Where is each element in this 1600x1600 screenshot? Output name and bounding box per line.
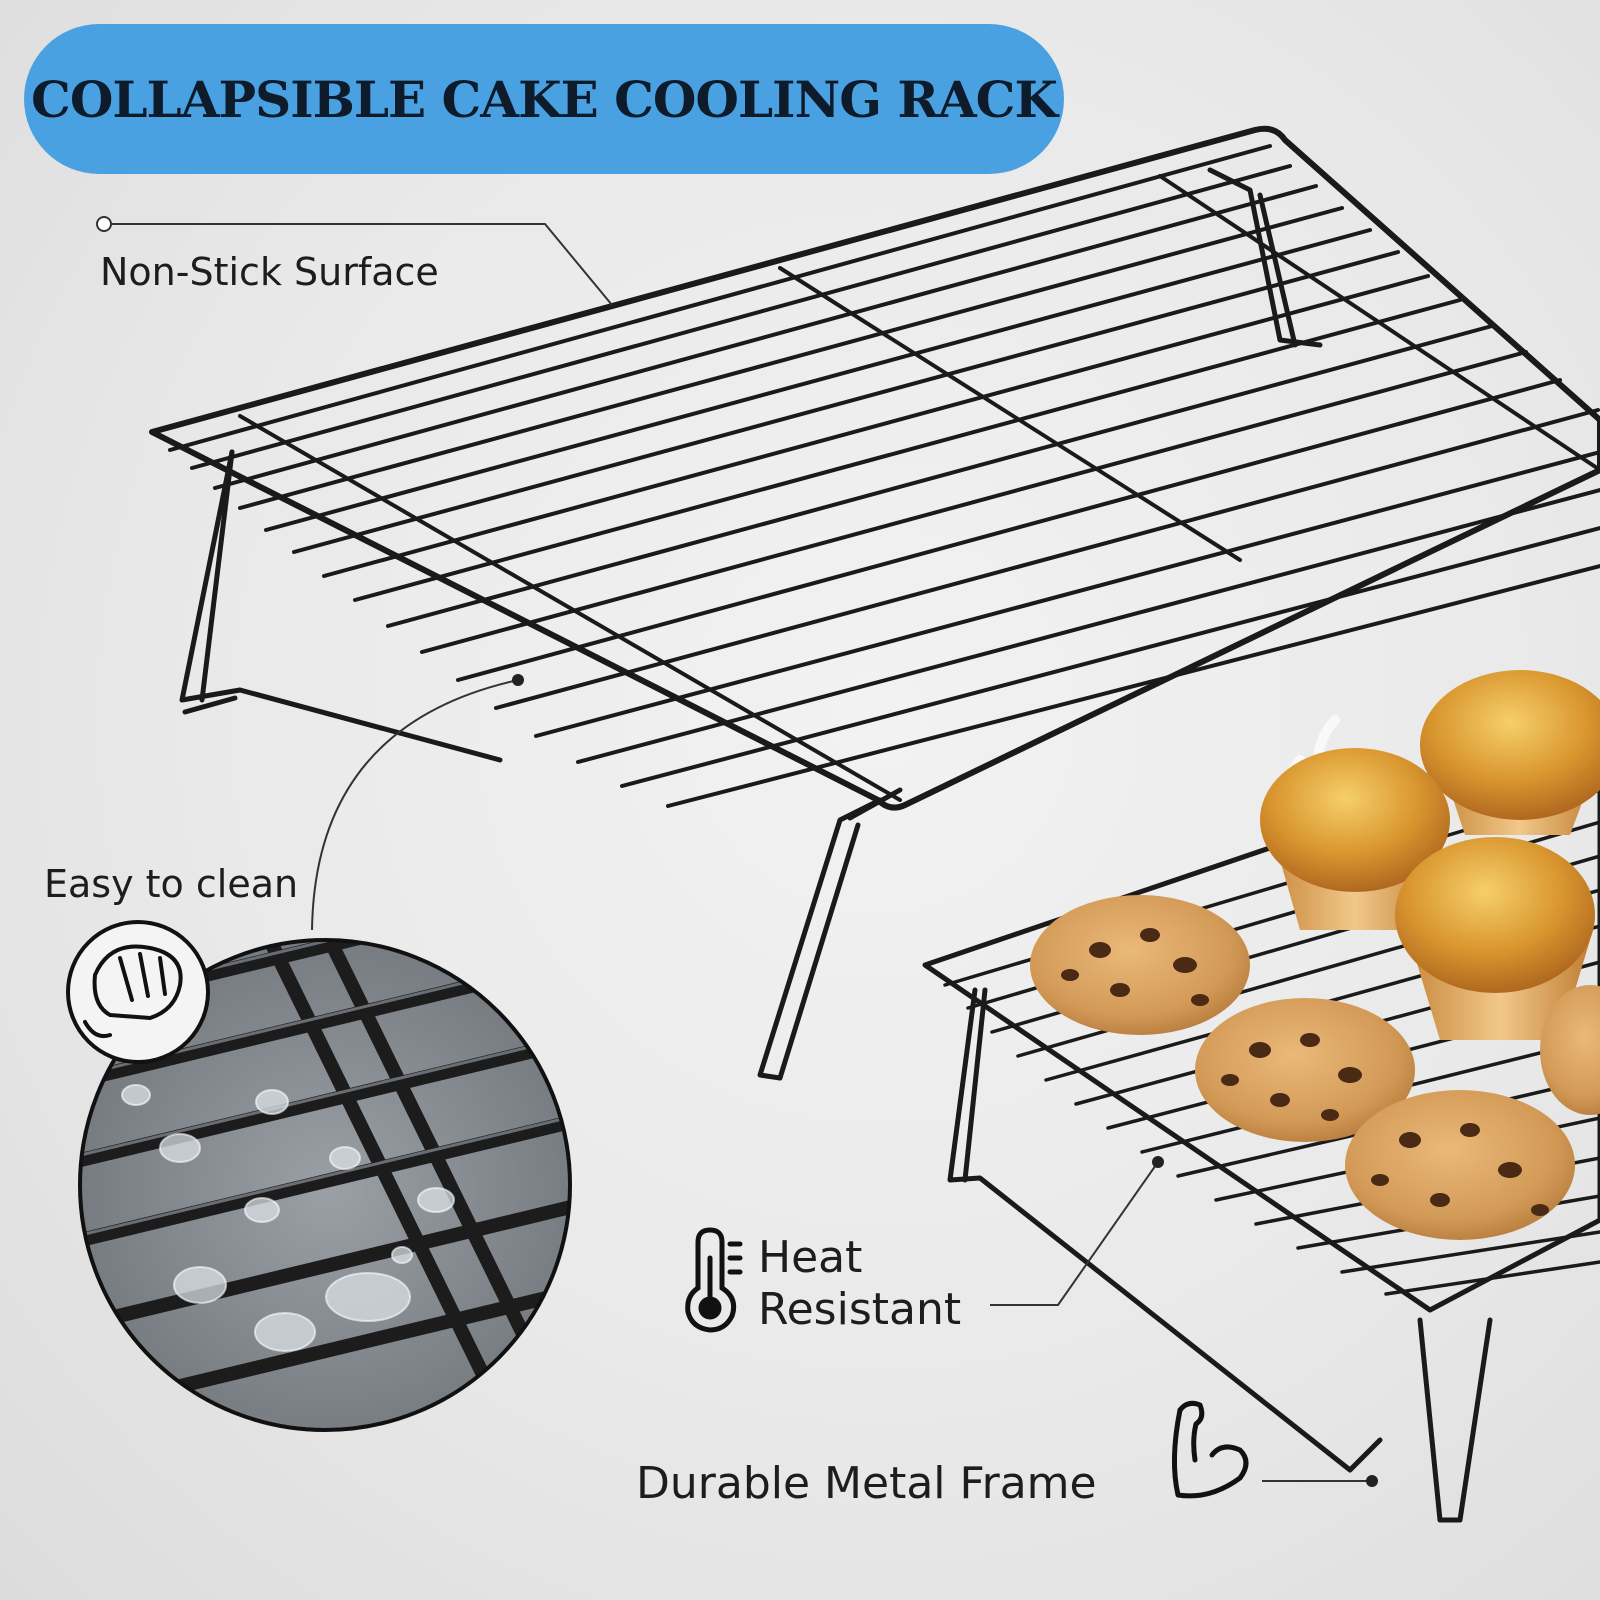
feature-easy-clean-label: Easy to clean	[44, 862, 299, 906]
cookie	[1030, 895, 1250, 1035]
muffin	[1395, 837, 1595, 1040]
zoom-detail-circle	[78, 938, 572, 1432]
small-rack-legs	[947, 987, 1493, 1523]
heat-resistant-line-2: Resistant	[758, 1284, 962, 1335]
feature-durable-label: Durable Metal Frame	[636, 1458, 1097, 1509]
flexed-arm-icon	[1171, 1400, 1249, 1499]
cookie	[1540, 985, 1600, 1115]
large-rack-frame	[149, 125, 1600, 811]
title-banner: COLLAPSIBLE CAKE COOLING RACK	[24, 24, 1064, 174]
callout-lines	[96, 216, 1378, 1487]
callout-easy-clean	[311, 679, 519, 931]
muffin	[1420, 670, 1600, 835]
heat-resistant-line-1: Heat	[758, 1232, 863, 1283]
cookie	[1345, 1090, 1575, 1240]
large-rack-grid	[168, 144, 1600, 808]
feature-heat-resistant-label: Heat Resistant	[758, 1232, 961, 1336]
muffins	[1260, 670, 1600, 1040]
callout-non-stick	[111, 223, 613, 306]
page-title: COLLAPSIBLE CAKE COOLING RACK	[31, 69, 1058, 129]
wiping-hand-icon	[66, 920, 210, 1064]
water-droplets	[121, 1084, 455, 1352]
cookie	[1195, 998, 1415, 1142]
cookies	[1030, 895, 1600, 1240]
feature-non-stick-label: Non-Stick Surface	[100, 250, 439, 294]
large-cooling-rack	[149, 125, 1600, 1081]
thermometer-icon	[685, 1227, 743, 1333]
callout-heat-resistant	[990, 1161, 1159, 1306]
